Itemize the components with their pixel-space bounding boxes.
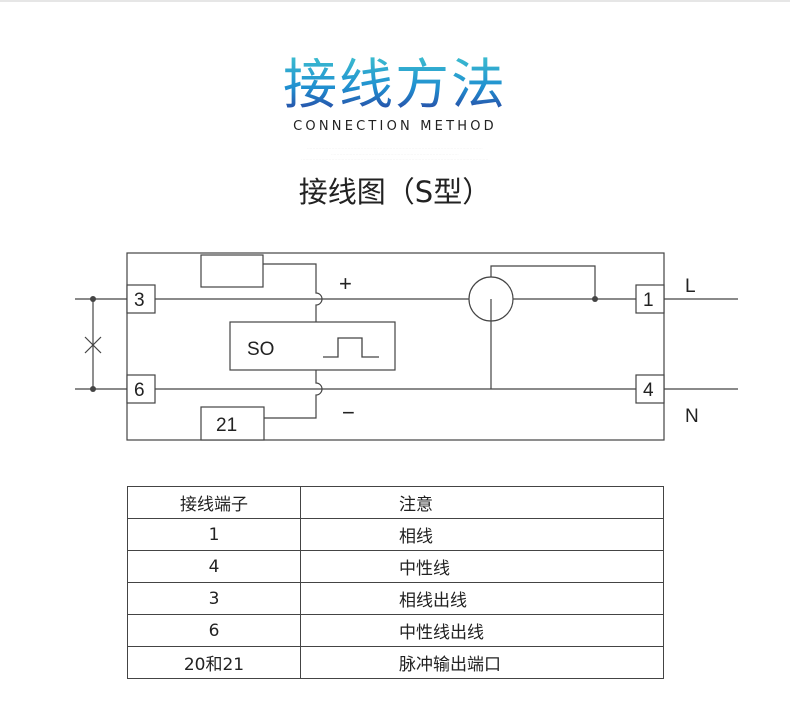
resistor-box [200, 254, 264, 288]
table-cell: 相线 [300, 518, 664, 551]
table-row: 20和21 脉冲输出端口 [127, 646, 664, 679]
table-cell: 脉冲输出端口 [300, 646, 664, 679]
terminal-4 [635, 374, 665, 404]
table-header-cell: 注意 [300, 486, 664, 519]
table-row: 6 中性线出线 [127, 614, 664, 647]
pulse-waveform-icon [323, 337, 379, 358]
table-cell: 3 [127, 582, 301, 615]
load-cross [84, 336, 102, 354]
decorative-fine-print: ········································… [331, 152, 459, 156]
minus-label: − [342, 400, 355, 425]
table-cell: 中性线出线 [300, 614, 664, 647]
terminal-1 [635, 284, 665, 314]
terminal-table: 接线端子 注意 1 相线 4 中性线 3 相线出线 6 中性线出线 20和21 … [127, 486, 664, 679]
sensor-phase-wire [490, 265, 596, 299]
meter-housing [126, 252, 665, 441]
table-cell: 4 [127, 550, 301, 583]
junction-dot [592, 296, 598, 302]
table-header-row: 接线端子 注意 [127, 486, 664, 519]
terminal-6 [126, 374, 156, 404]
decorative-fine-print: ········································… [307, 146, 483, 150]
plus-label: + [339, 271, 352, 296]
table-cell: 中性线 [300, 550, 664, 583]
page-title: 接线方法 [0, 50, 790, 120]
table-header-cell: 接线端子 [127, 486, 301, 519]
junction-dot [90, 386, 96, 392]
negative-wire [264, 370, 323, 419]
terminal-21-label: 21 [216, 415, 237, 436]
positive-wire [263, 263, 323, 322]
table-row: 3 相线出线 [127, 582, 664, 615]
table-row: 1 相线 [127, 518, 664, 551]
table-row: 4 中性线 [127, 550, 664, 583]
top-divider [0, 0, 790, 2]
terminal-3-label: 3 [134, 290, 145, 311]
wiring-diagram: 3 6 1 4 21 + − SO L N [75, 252, 738, 441]
table-cell: 20和21 [127, 646, 301, 679]
terminal-21 [200, 406, 265, 441]
page-title-text: 接线方法 [283, 53, 507, 116]
table-cell: 1 [127, 518, 301, 551]
decorative-fine-print: ········································… [301, 157, 489, 161]
so-output-box [229, 321, 396, 371]
terminal-3 [126, 284, 156, 314]
terminal-6-label: 6 [134, 380, 145, 401]
diagram-subtitle: 接线图（S型） [298, 175, 492, 209]
table-cell: 相线出线 [300, 582, 664, 615]
terminal-4-label: 4 [643, 380, 654, 401]
junction-dot [90, 296, 96, 302]
so-label: SO [247, 339, 274, 360]
l-label: L [685, 276, 696, 297]
page-title-english: CONNECTION METHOD [293, 119, 497, 134]
terminal-1-label: 1 [643, 290, 654, 311]
table-cell: 6 [127, 614, 301, 647]
n-label: N [685, 406, 699, 427]
